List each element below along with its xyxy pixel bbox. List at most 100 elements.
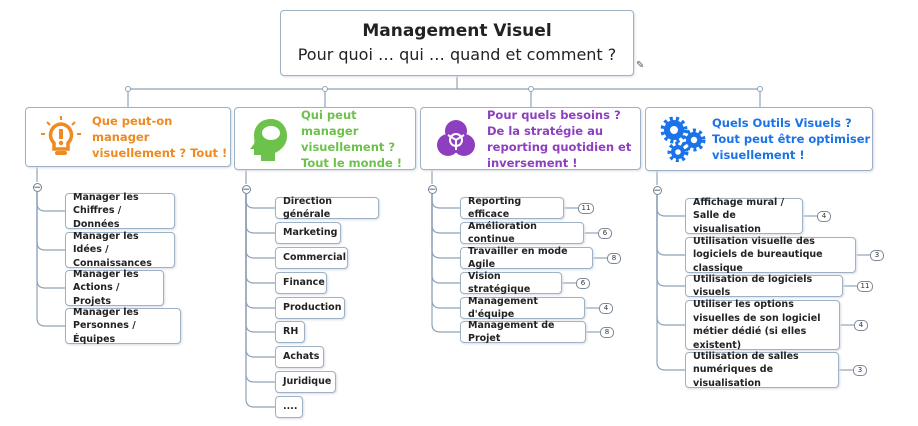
head-brain-icon: [247, 116, 293, 162]
connector-node: [125, 86, 131, 92]
collapse-toggle[interactable]: −: [427, 184, 437, 195]
count-badge[interactable]: 4: [817, 211, 831, 222]
subtopic-label: Marketing: [283, 227, 338, 239]
subtopic[interactable]: Finance: [275, 272, 327, 294]
subtopic-label: Manager les Personnes / Équipes: [73, 306, 139, 345]
leaf-connector: [245, 194, 275, 209]
subtopic[interactable]: Utilisation de logiciels visuels: [685, 273, 843, 299]
subtopic-label: Utiliser les options visuelles de son lo…: [693, 299, 821, 351]
note-edit-icon[interactable]: ✎: [636, 60, 645, 71]
subtopic[interactable]: Travailler en mode Agile: [460, 245, 593, 271]
subtopic[interactable]: Affichage mural / Salle de visualisation: [685, 196, 803, 235]
subtopic[interactable]: ....: [275, 396, 303, 418]
subtopic[interactable]: Management d'équipe: [460, 295, 585, 321]
leaf-connector: [656, 195, 685, 256]
leaf-connector: [245, 194, 275, 309]
subtopic[interactable]: Manager les Idées / Connaissances: [65, 230, 175, 269]
leaf-connector: [245, 194, 275, 408]
subtopic-label: Finance: [283, 277, 325, 289]
subtopic-label: Manager les Actions / Projets: [73, 268, 139, 307]
subtopic-label: Achats: [283, 351, 320, 363]
leaf-connector: [431, 194, 460, 209]
subtopic[interactable]: Juridique: [275, 371, 336, 393]
subtopic-label: Management de Projet: [468, 319, 555, 345]
subtopic-label: Commercial: [283, 252, 346, 264]
subtopic[interactable]: Direction générale: [275, 195, 379, 221]
central-subtitle: Pour quoi … qui … quand et comment ?: [297, 45, 617, 64]
branch-title: Que peut-on manager visuellement ? Tout …: [92, 114, 228, 160]
central-title: Management Visuel: [362, 21, 552, 41]
subtopic-label: Affichage mural / Salle de visualisation: [693, 196, 785, 235]
branch-topic[interactable]: Qui peut manager visuellement ? Tout le …: [234, 107, 416, 170]
count-badge[interactable]: 8: [600, 327, 614, 338]
subtopic[interactable]: Vision stratégique: [460, 270, 562, 296]
subtopic[interactable]: Achats: [275, 346, 324, 368]
subtopic-label: Utilisation visuelle des logiciels de bu…: [693, 235, 823, 274]
collapse-toggle[interactable]: −: [241, 184, 251, 195]
subtopic-label: Juridique: [283, 376, 332, 388]
subtopic[interactable]: Production: [275, 297, 345, 319]
leaf-connector: [36, 192, 65, 251]
connector-node: [322, 86, 328, 92]
leaf-connector: [431, 194, 460, 333]
collapse-toggle[interactable]: −: [32, 182, 42, 193]
count-badge[interactable]: 6: [576, 278, 590, 289]
subtopic[interactable]: Marketing: [275, 222, 341, 244]
subtopic-label: Utilisation de logiciels visuels: [693, 273, 813, 299]
leaf-connector: [431, 194, 460, 259]
venn-diagram-icon: [433, 116, 479, 162]
branch-title: Pour quels besoins ? De la stratégie au …: [487, 107, 632, 170]
count-badge[interactable]: 11: [857, 281, 873, 292]
subtopic[interactable]: RH: [275, 321, 305, 343]
subtopic-label: Manager les Chiffres / Données: [73, 191, 139, 230]
subtopic-label: Management d'équipe: [468, 295, 538, 321]
central-topic[interactable]: Management Visuel Pour quoi … qui … quan…: [280, 10, 634, 76]
subtopic-label: RH: [283, 326, 299, 338]
connector-node: [528, 86, 534, 92]
leaf-connector: [245, 194, 275, 383]
branch-topic[interactable]: Quels Outils Visuels ? Tout peut être op…: [645, 107, 873, 171]
subtopic-label: Utilisation de salles numériques de visu…: [693, 350, 799, 389]
leaf-connector: [245, 194, 275, 234]
leaf-connector: [36, 192, 65, 289]
leaf-connector: [245, 194, 275, 333]
collapse-toggle[interactable]: −: [652, 185, 662, 196]
branch-topic[interactable]: Pour quels besoins ? De la stratégie au …: [420, 107, 641, 170]
branch-title: Quels Outils Visuels ? Tout peut être op…: [712, 116, 871, 162]
subtopic[interactable]: Reporting efficace: [460, 196, 564, 220]
subtopic[interactable]: Amélioration continue: [460, 220, 584, 246]
leaf-connector: [656, 195, 685, 371]
subtopic[interactable]: Management de Projet: [460, 319, 586, 345]
leaf-connector: [656, 195, 685, 326]
subtopic-label: Direction générale: [283, 195, 332, 221]
count-badge[interactable]: 4: [854, 320, 868, 331]
subtopic[interactable]: Commercial: [275, 247, 348, 269]
subtopic-label: Vision stratégique: [468, 270, 531, 296]
count-badge[interactable]: 4: [599, 303, 613, 314]
lightbulb-icon: [38, 114, 84, 160]
connector-node: [757, 86, 763, 92]
subtopic[interactable]: Manager les Personnes / Équipes: [65, 306, 181, 345]
subtopic[interactable]: Utiliser les options visuelles de son lo…: [685, 299, 840, 351]
leaf-connector: [36, 192, 65, 212]
count-badge[interactable]: 11: [578, 203, 594, 214]
subtopic-label: Travailler en mode Agile: [468, 245, 568, 271]
subtopic-label: ....: [283, 401, 298, 413]
count-badge[interactable]: 6: [598, 228, 612, 239]
count-badge[interactable]: 3: [870, 250, 884, 261]
branch-title: Qui peut manager visuellement ? Tout le …: [301, 107, 403, 170]
subtopic[interactable]: Utilisation de salles numériques de visu…: [685, 350, 839, 389]
subtopic-label: Production: [283, 302, 342, 314]
leaf-connector: [431, 194, 460, 309]
count-badge[interactable]: 3: [853, 365, 867, 376]
subtopic[interactable]: Utilisation visuelle des logiciels de bu…: [685, 235, 856, 274]
subtopic[interactable]: Manager les Chiffres / Données: [65, 191, 175, 230]
branch-topic[interactable]: Que peut-on manager visuellement ? Tout …: [25, 107, 231, 167]
count-badge[interactable]: 8: [607, 253, 621, 264]
leaf-connector: [656, 195, 685, 287]
subtopic-label: Manager les Idées / Connaissances: [73, 230, 152, 269]
subtopic[interactable]: Manager les Actions / Projets: [65, 268, 164, 307]
subtopic-label: Amélioration continue: [468, 220, 537, 246]
